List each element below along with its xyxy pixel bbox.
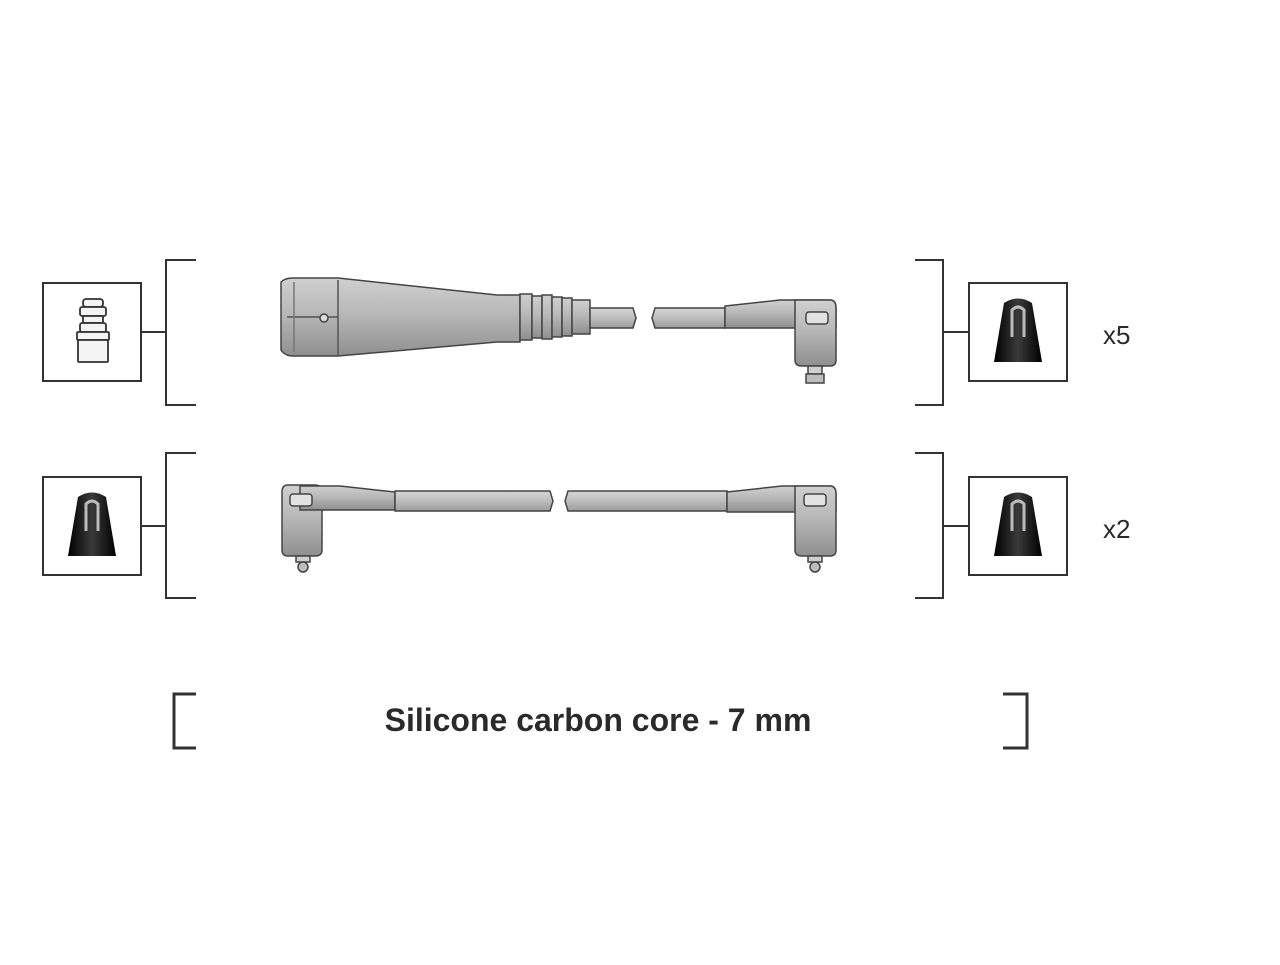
cable-row-2-wire: [394, 490, 728, 512]
right-bracket-row-1: [915, 259, 944, 406]
cable-row-1: x5: [42, 259, 1130, 406]
spark-plug-cap-terminal-icon: [994, 492, 1042, 556]
straight-boot-row-1: [280, 277, 591, 357]
left-terminal-box-row-2: [42, 476, 166, 576]
caption-group: Silicone carbon core - 7 mm: [172, 692, 1029, 750]
caption-bracket-left: [172, 692, 196, 750]
spark-plug-cap-terminal-icon: [68, 492, 116, 556]
left-bracket-row-2: [165, 452, 196, 599]
cable-row-2: x2: [42, 452, 1130, 599]
distributor-pin-terminal-icon: [76, 298, 110, 363]
right-terminal-box-row-1: [943, 282, 1068, 382]
angled-boot-right-row-2: [726, 485, 837, 573]
angled-boot-left-row-2: [281, 484, 396, 573]
cable-row-1-wire: [589, 307, 726, 329]
right-terminal-box-row-2: [943, 476, 1068, 576]
left-bracket-row-1: [165, 259, 196, 406]
right-bracket-row-2: [915, 452, 944, 599]
cable-spec-caption: Silicone carbon core - 7 mm: [385, 702, 812, 738]
quantity-label-row-2: x2: [1103, 514, 1130, 544]
angled-boot-row-1: [724, 299, 837, 384]
left-terminal-box-row-1: [42, 282, 166, 382]
spark-plug-cap-terminal-icon: [994, 298, 1042, 362]
caption-bracket-right: [1003, 692, 1029, 750]
quantity-label-row-1: x5: [1103, 320, 1130, 350]
